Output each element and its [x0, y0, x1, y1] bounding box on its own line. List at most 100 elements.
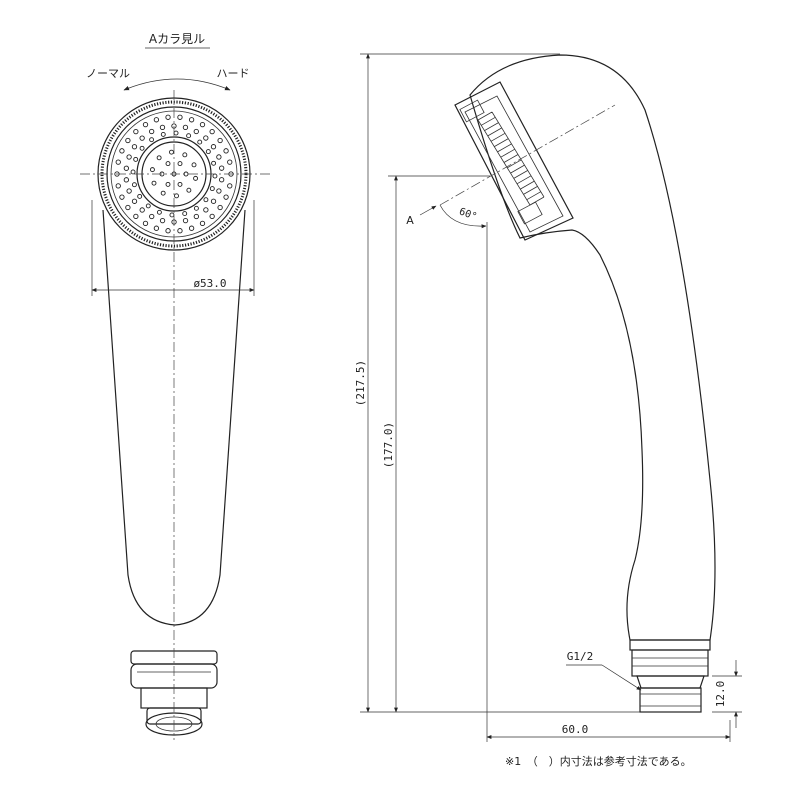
nozzle-hole [165, 228, 171, 234]
nozzle-hole [173, 130, 179, 136]
nozzle-hole [209, 128, 215, 135]
nozzle-hole [156, 155, 162, 161]
nozzle-hole [142, 121, 149, 128]
handle-outline [102, 209, 246, 626]
diameter-dimension: ø53.0 [193, 277, 226, 290]
nozzle-hole [125, 204, 131, 211]
nozzle-hole [210, 144, 217, 150]
nozzle-hole [216, 188, 222, 194]
nozzle-hole [133, 213, 139, 220]
nozzle-hole [133, 156, 139, 162]
total-length-dimension: (217.5) [354, 360, 367, 406]
width-dimension: 60.0 [562, 723, 589, 736]
nozzle-hole [153, 225, 160, 231]
nozzle-hole [169, 149, 174, 155]
nozzle-hole [169, 212, 175, 218]
nozzle-hole [125, 137, 131, 144]
nozzle-hole [160, 131, 166, 137]
nozzle-hole [177, 228, 183, 234]
rotation-arrow [123, 78, 231, 91]
angle-arc [439, 204, 487, 229]
nozzle-hole [217, 204, 223, 211]
nozzle-hole [131, 144, 138, 150]
nozzle-hole [177, 181, 183, 187]
nozzle-hole [193, 128, 199, 135]
nozzle-hole [149, 137, 155, 143]
mode-normal-label: ノーマル [86, 67, 130, 80]
nozzle-hole [199, 121, 206, 128]
nozzle-hole [123, 165, 130, 171]
nozzle-hole [177, 161, 183, 167]
nozzle-hole [193, 175, 199, 181]
nozzle-hole [137, 193, 143, 199]
nozzle-hole [130, 169, 136, 175]
nozzle-hole [115, 159, 121, 165]
nozzle-hole [119, 194, 125, 200]
nozzle-hole [227, 159, 233, 165]
thread-length-dimension: 12.0 [714, 681, 727, 708]
nozzle-hole [199, 220, 206, 227]
nozzle-hole [188, 225, 195, 231]
nozzle-hole [160, 190, 166, 196]
nozzle-hole [133, 128, 139, 135]
nozzle-hole [131, 198, 138, 204]
nozzle-hole [193, 205, 199, 211]
side-body-outline [469, 54, 716, 641]
nozzle-hole [212, 173, 218, 179]
side-view: (217.5) (177.0) A 60° 60.0 12.0 G1/2 ※1 … [354, 53, 742, 768]
inner-length-dimension: (177.0) [382, 422, 395, 468]
side-head-face [454, 81, 574, 241]
nozzle-hole [159, 217, 166, 224]
nozzle-hole [153, 117, 160, 123]
mode-hard-label: ハード [217, 67, 250, 80]
nozzle-hole [203, 197, 209, 203]
nozzle-hole [209, 186, 215, 192]
nozzle-hole [149, 167, 155, 173]
nozzle-hole [205, 149, 211, 155]
nozzle-hole [203, 207, 209, 213]
nozzle-hole [227, 183, 233, 189]
view-label: Aカラ見ル [149, 32, 205, 46]
view-arrow-label: A [406, 214, 414, 227]
nozzle-hole [191, 162, 197, 168]
angle-dimension: 60° [457, 206, 478, 223]
nozzle-hole [193, 213, 199, 220]
nozzle-hole [123, 177, 130, 183]
nozzle-hole [182, 211, 188, 217]
nozzle-hole [139, 207, 145, 213]
nozzle-hole [218, 177, 225, 183]
nozzle-hole [139, 135, 145, 141]
nozzle-hole [174, 193, 179, 199]
nozzle-hole [177, 114, 183, 120]
nozzle-hole [186, 187, 192, 193]
nozzle-hole [151, 180, 157, 186]
side-nozzle-teeth [477, 111, 545, 206]
nozzle-hole [149, 213, 155, 220]
nozzle-hole [165, 181, 171, 187]
nozzle-hole [145, 203, 151, 209]
nozzle-hole [223, 148, 229, 154]
nozzle-hole [149, 128, 155, 135]
nozzle-hole [115, 183, 121, 189]
nozzle-hole [182, 217, 189, 224]
nozzle-hole [165, 114, 171, 120]
nozzle-hole [159, 124, 166, 131]
nozzle-hole [156, 209, 162, 215]
nozzle-hole [186, 133, 192, 139]
nozzle-hole [216, 154, 222, 160]
nozzle-hole [142, 220, 149, 227]
nozzle-hole [217, 137, 223, 144]
nozzle-hole [223, 194, 229, 200]
front-view: Aカラ見ル ノーマル ハード ø53. [80, 32, 270, 740]
nozzle-hole [197, 139, 203, 145]
nozzle-hole [126, 188, 132, 194]
nozzle-hole [218, 165, 225, 171]
nozzle-hole [182, 152, 188, 158]
nozzle-hole [203, 135, 209, 141]
side-connector [629, 639, 711, 713]
thread-spec-label: G1/2 [567, 650, 594, 663]
nozzle-hole [182, 124, 189, 131]
nozzle-hole [126, 154, 132, 160]
nozzle-hole [119, 148, 125, 154]
